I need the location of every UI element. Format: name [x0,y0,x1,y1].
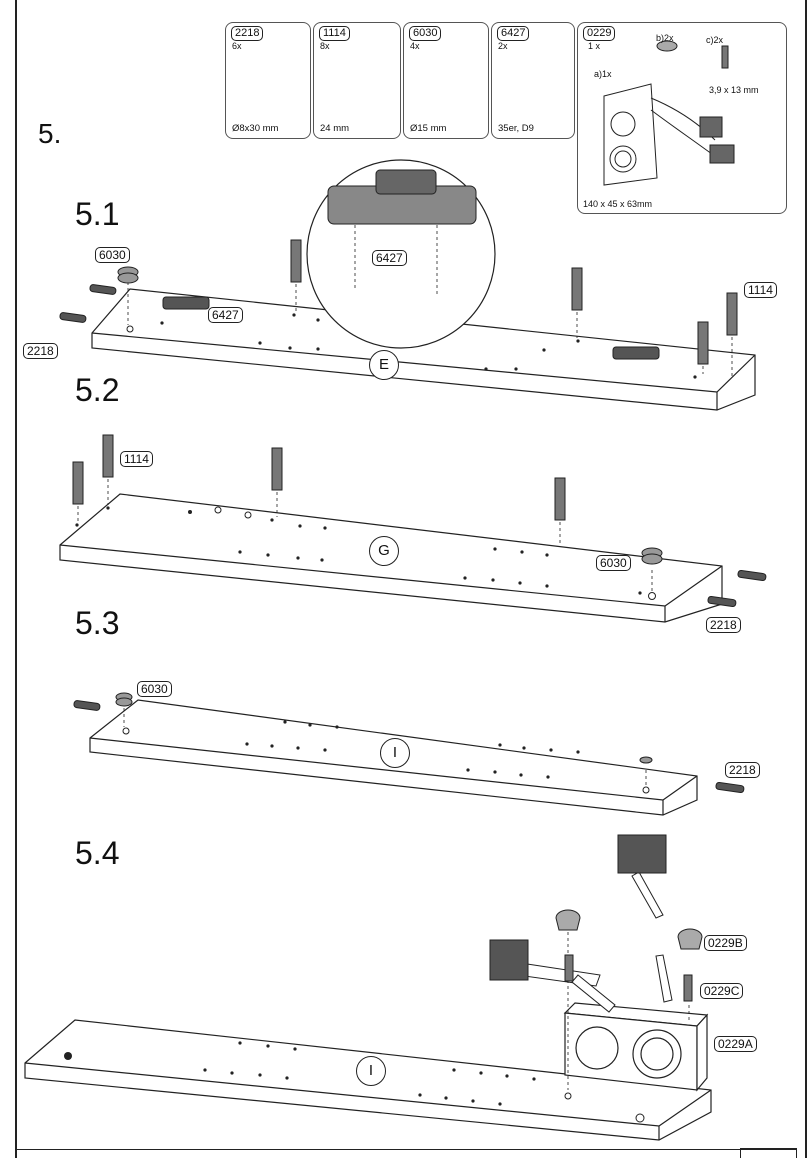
kit-box-0229: 0229 1 x b)2x c)2x a)1x 3,9 x 13 mm 140 … [577,22,787,214]
callout-cam-6030: 6030 [137,681,172,697]
panel-letter-g: G [369,536,399,566]
part-box-1114: 1114 8x 24 mm [313,22,401,139]
callout-hinge-6427: 6427 [208,307,243,323]
part-code: 6427 [497,26,530,41]
part-spec: 24 mm [320,123,350,134]
kit-screw-spec: 3,9 x 13 mm [709,85,759,95]
page-number-box [740,1148,797,1158]
part-qty: 4x [410,41,420,51]
part-spec: Ø15 mm [410,123,447,134]
callout-screw-1114: 1114 [744,282,777,298]
panel-letter-i: I [356,1056,386,1086]
bottom-rule [15,1149,797,1150]
part-code: 6030 [409,26,442,41]
panel-letter-e: E [369,350,399,380]
callout-zoom-6427: 6427 [372,250,407,266]
callout-dowel-2218: 2218 [23,343,58,359]
part-box-2218: 2218 6x Ø8x30 mm [225,22,311,139]
callout-screw-1114: 1114 [120,451,153,467]
part-code: 1114 [319,26,350,41]
callout-dowel-2218: 2218 [725,762,760,778]
part-box-6427: 6427 2x 35er, D9 [491,22,575,139]
callout-0229a: 0229A [714,1036,757,1052]
callout-cam-6030: 6030 [95,247,130,263]
step-5-1: 5.1 [75,196,120,232]
callout-dowel-2218: 2218 [706,617,741,633]
step-5-2: 5.2 [75,372,120,408]
part-box-6030: 6030 4x Ø15 mm [403,22,489,139]
kit-code: 0229 [583,26,616,41]
part-qty: 8x [320,41,330,51]
kit-size: 140 x 45 x 63mm [583,199,653,209]
step-main: 5. [38,118,62,149]
kit-part-c: c)2x [706,35,724,45]
panel-letter-i: I [380,738,410,768]
step-5-4: 5.4 [75,835,120,871]
kit-qty: 1 x [588,41,601,51]
page-frame [15,0,807,1158]
callout-0229b: 0229B [704,935,747,951]
part-spec: 35er, D9 [498,123,534,134]
kit-part-b: b)2x [656,33,674,43]
callout-cam-6030: 6030 [596,555,631,571]
part-qty: 2x [498,41,508,51]
part-code: 2218 [231,26,264,41]
part-spec: Ø8x30 mm [232,123,279,134]
callout-0229c: 0229C [700,983,744,999]
kit-part-a: a)1x [594,69,612,79]
step-5-3: 5.3 [75,605,120,641]
part-qty: 6x [232,41,242,51]
